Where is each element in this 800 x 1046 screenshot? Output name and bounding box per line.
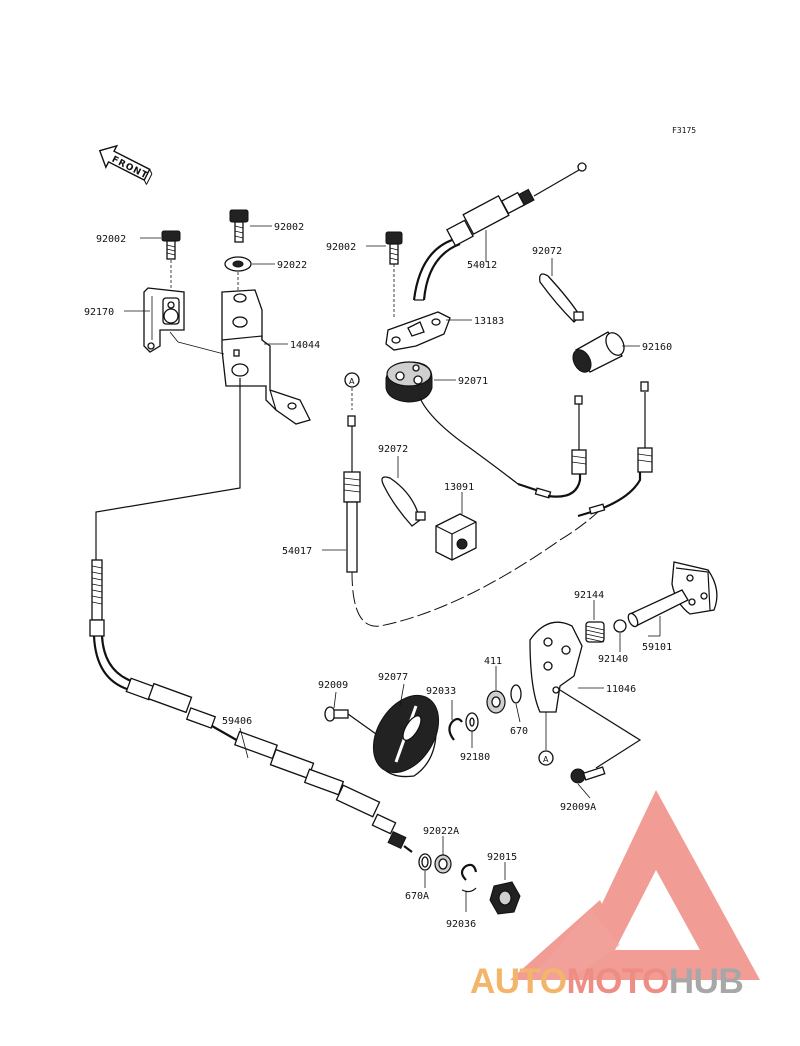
label-670: 670 <box>510 726 528 737</box>
bolt-92002-top <box>229 209 249 243</box>
strap-92072-right <box>539 273 584 323</box>
label-92036: 92036 <box>446 919 476 930</box>
bolt-92009A <box>570 766 606 784</box>
label-92002-top: 92002 <box>274 222 304 233</box>
block-13091 <box>435 513 477 561</box>
label-411: 411 <box>484 656 502 667</box>
reference-marker-a-bottom: A <box>538 750 554 766</box>
svg-text:A: A <box>349 377 355 386</box>
label-92033: 92033 <box>426 686 456 697</box>
label-92002-mid: 92002 <box>326 242 356 253</box>
label-92072-left: 92072 <box>378 444 408 455</box>
label-13183: 13183 <box>474 316 504 327</box>
shaft-59101 <box>627 561 718 628</box>
bracket-14044 <box>221 289 311 425</box>
label-670A: 670A <box>405 891 429 902</box>
label-92071: 92071 <box>458 376 488 387</box>
wordmark-hub: HUB <box>668 962 744 1001</box>
label-92160: 92160 <box>642 342 672 353</box>
washer-411 <box>486 690 506 714</box>
cable-59406 <box>89 559 413 853</box>
circlip-670A <box>418 853 432 871</box>
label-13091: 13091 <box>444 482 474 493</box>
bolt-92002-left <box>161 230 181 260</box>
knob-92077 <box>372 694 440 778</box>
oring-670 <box>510 684 522 704</box>
front-arrow-icon: FRONT <box>98 144 153 185</box>
clip-92033 <box>448 717 463 741</box>
automotohub-wordmark: AUTOMOTOHUB <box>470 962 744 1002</box>
nut-92015 <box>489 881 521 915</box>
label-92077: 92077 <box>378 672 408 683</box>
screw-92009 <box>324 706 377 735</box>
label-92009: 92009 <box>318 680 348 691</box>
label-59406: 59406 <box>222 716 252 727</box>
label-92180: 92180 <box>460 752 490 763</box>
automotohub-logo <box>510 790 760 980</box>
washer-92022A <box>434 854 452 874</box>
split-cables <box>419 381 653 518</box>
washer-92022 <box>224 256 252 272</box>
label-92170: 92170 <box>84 307 114 318</box>
reference-marker-a-top: A <box>344 372 360 388</box>
label-11046: 11046 <box>606 684 636 695</box>
label-54017: 54017 <box>282 546 312 557</box>
plate-13183 <box>385 311 451 351</box>
label-92009A: 92009A <box>560 802 596 813</box>
figure-code: F3175 <box>672 126 696 135</box>
label-92015: 92015 <box>487 852 517 863</box>
grommet-92071 <box>385 361 433 403</box>
wordmark-auto: AUTO <box>470 962 567 1001</box>
label-92144: 92144 <box>574 590 604 601</box>
cable-54012 <box>412 162 587 301</box>
label-92022: 92022 <box>277 260 307 271</box>
bolt-92002-mid <box>385 231 403 265</box>
svg-text:A: A <box>543 755 549 764</box>
cable-54017 <box>343 415 599 627</box>
clip-92036 <box>460 863 478 893</box>
spring-92144 <box>585 621 605 643</box>
clamp-92170 <box>143 287 185 353</box>
ball-92140 <box>613 619 627 633</box>
strap-92072-left <box>381 476 426 527</box>
label-92072-right: 92072 <box>532 246 562 257</box>
label-92002-left: 92002 <box>96 234 126 245</box>
plate-11046 <box>529 621 583 713</box>
washer-92180 <box>465 712 479 732</box>
wordmark-moto: MOTO <box>566 962 670 1001</box>
label-54012: 54012 <box>467 260 497 271</box>
label-92140: 92140 <box>598 654 628 665</box>
label-14044: 14044 <box>290 340 320 351</box>
label-59101: 59101 <box>642 642 672 653</box>
sleeve-92160 <box>572 331 625 373</box>
label-92022A: 92022A <box>423 826 459 837</box>
